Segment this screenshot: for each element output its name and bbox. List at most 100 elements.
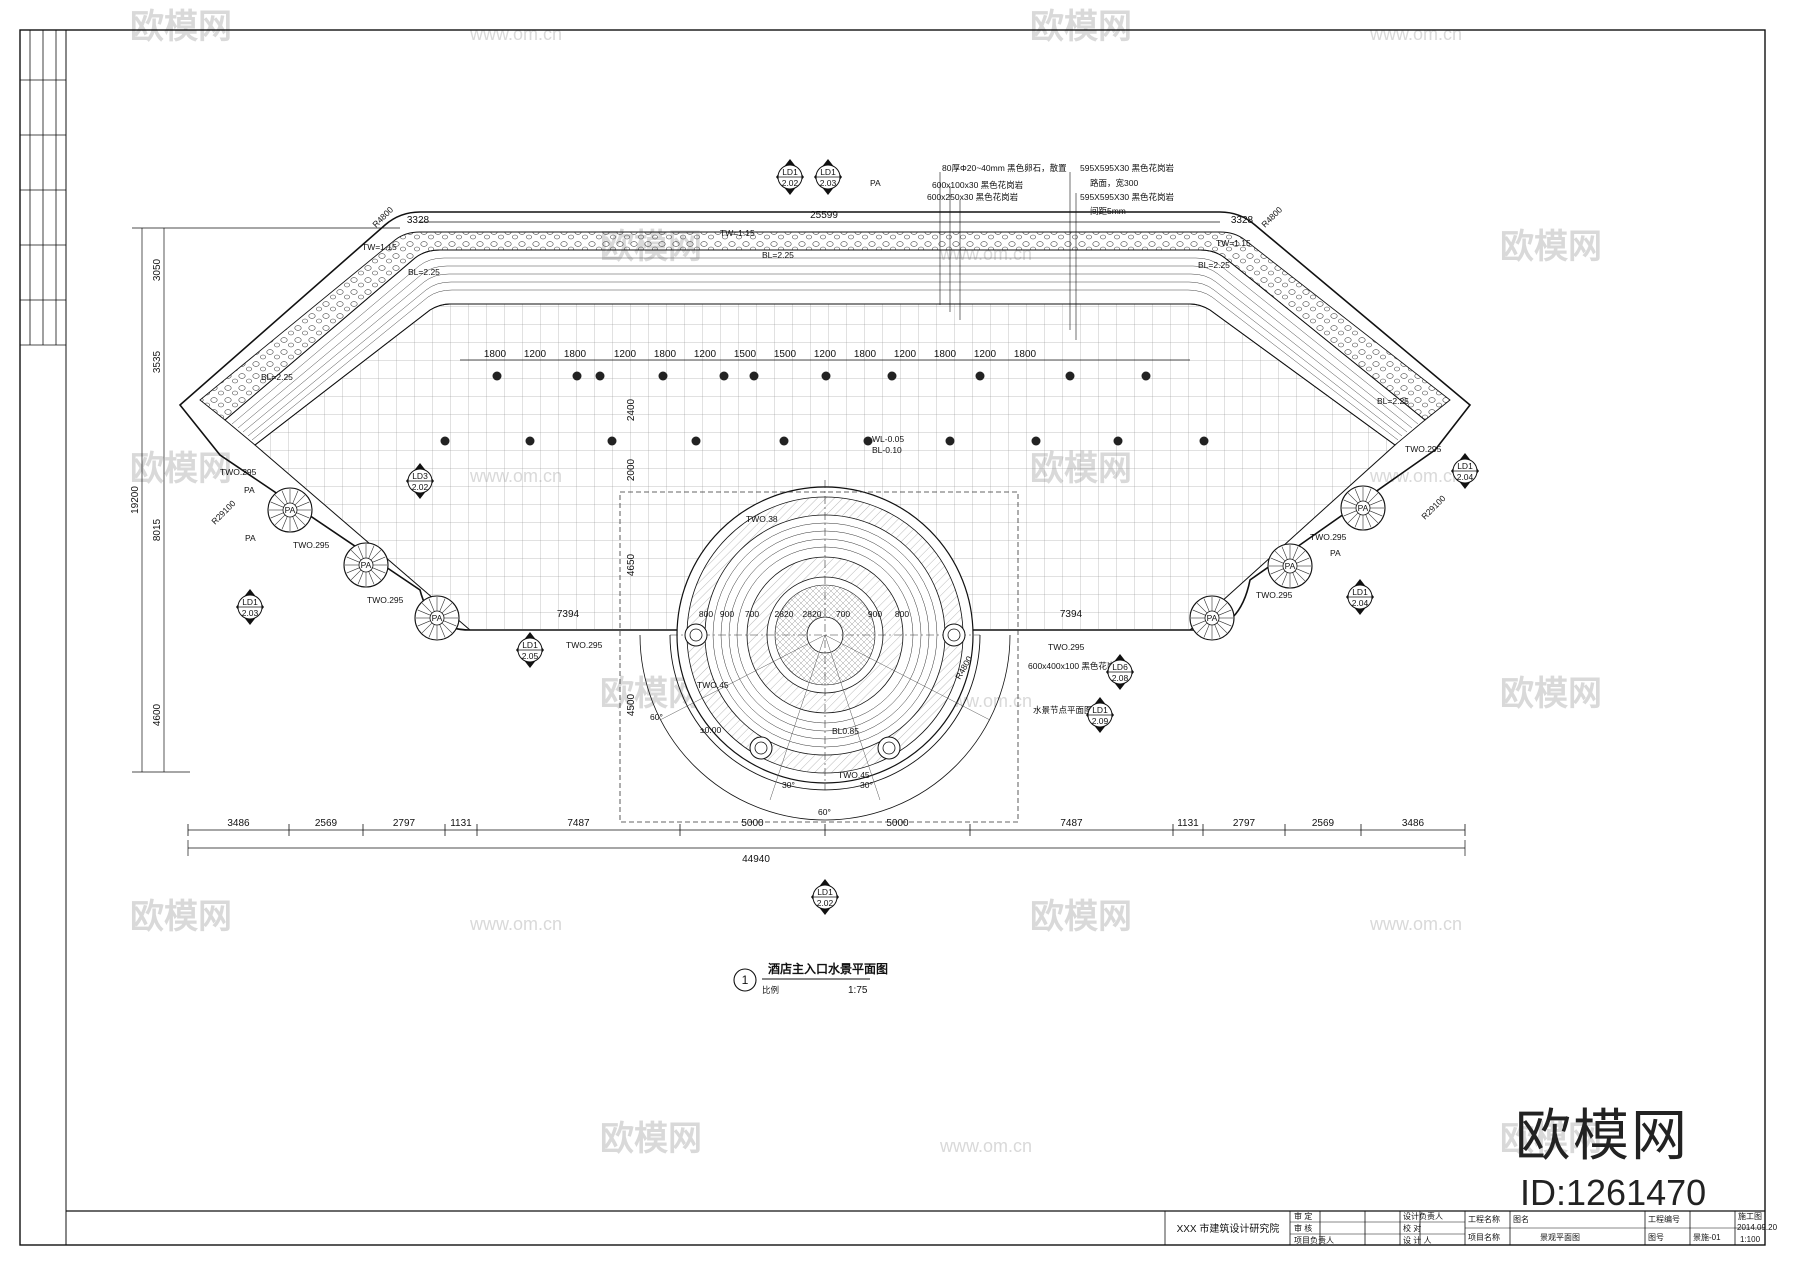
role-designer: 设 计 人 xyxy=(1403,1235,1431,1245)
dim-bottom-segment: 3486 xyxy=(227,818,250,829)
two45-label-2: TWO.45 xyxy=(838,770,870,780)
detail-number: 1 xyxy=(742,973,749,987)
dim-vertical-2: 2000 xyxy=(626,458,637,481)
dim-left-2: 3535 xyxy=(152,350,163,373)
dim-left-3: 8015 xyxy=(152,518,163,541)
note-granite-3: 595X595X30 黑色花岗岩 xyxy=(1080,163,1175,173)
note-granite-1: 600x100x30 黑色花岗岩 xyxy=(932,180,1024,190)
note-granite-2: 600x250x30 黑色花岗岩 xyxy=(927,192,1019,202)
role-approve: 审 定 xyxy=(1294,1211,1312,1221)
dim-left: 3050 3535 8015 4600 19200 xyxy=(130,258,163,726)
dim-nozzle-spacing: 1800 xyxy=(484,349,507,360)
dim-left-1: 3050 xyxy=(152,258,163,281)
scale-value: 1:75 xyxy=(848,985,868,996)
dim-bottom-segment: 2569 xyxy=(315,818,338,829)
tw-label-left: TW=1.15 xyxy=(362,242,397,252)
drawing-title: 酒店主入口水景平面图 xyxy=(768,961,888,976)
section-marker-id: LD1 xyxy=(820,167,836,177)
dim-vertical-4: 4500 xyxy=(626,693,637,716)
date: 2014.09.20 xyxy=(1737,1223,1778,1232)
dim-nozzle-spacing: 1200 xyxy=(894,349,917,360)
dim-bottom-segment: 2569 xyxy=(1312,818,1335,829)
wl-label: WL-0.05 xyxy=(872,434,904,444)
dim-bottom-segment: 2797 xyxy=(393,818,416,829)
dim-bottom-segment: 1131 xyxy=(1177,818,1199,829)
dim-total-bottom: 44940 xyxy=(742,854,770,865)
dim-nozzle-spacing: 1500 xyxy=(734,349,757,360)
brand-mark: 欧模网 ID:1261470 xyxy=(1515,1104,1706,1213)
note-gap: 间距5mm xyxy=(1090,206,1126,216)
section-marker-sheet: 2.04 xyxy=(1457,472,1474,482)
dim-fountain-segment: 700 xyxy=(836,609,850,619)
central-fountain xyxy=(639,480,1011,821)
dim-vertical: 2400 2000 4650 4500 xyxy=(626,398,637,716)
scale-label: 比例 xyxy=(762,985,779,995)
section-marker-sheet: 2.09 xyxy=(1092,716,1109,726)
section-marker-id: LD6 xyxy=(1112,662,1128,672)
note-granite-4: 595X595X30 黑色花岗岩 xyxy=(1080,192,1175,202)
section-marker-sheet: 2.02 xyxy=(817,898,834,908)
number-label: 工程编号 xyxy=(1648,1214,1680,1224)
section-marker-id: LD1 xyxy=(817,887,833,897)
dim-top-right: 3328 xyxy=(1231,215,1254,226)
section-marker-sheet: 2.03 xyxy=(820,178,837,188)
watermark-brand: 欧模网 xyxy=(1030,898,1132,936)
drawing-title-block: 1 酒店主入口水景平面图 比例 1:75 xyxy=(733,961,888,996)
section-marker-sheet: 2.05 xyxy=(522,651,539,661)
dim-nozzle-spacing: 1800 xyxy=(934,349,957,360)
dim-nozzle-spacing: 1200 xyxy=(974,349,997,360)
note-path: 路面，宽300 xyxy=(1090,178,1138,188)
tiled-basin xyxy=(254,303,1396,631)
dim-bottom-segment: 7487 xyxy=(567,818,590,829)
dim-nozzle-spacing: 1200 xyxy=(814,349,837,360)
sheet-no: 景施-01 xyxy=(1693,1232,1721,1242)
jet-nozzles xyxy=(440,371,1209,446)
pa-label-top: PA xyxy=(870,178,881,188)
watermark-brand: 欧模网 xyxy=(130,450,232,488)
dim-bottom-segment: 3486 xyxy=(1402,818,1425,829)
dim-bottom-segment: 1131 xyxy=(450,818,472,829)
section-marker-id: LD3 xyxy=(412,471,428,481)
two-label-left: TWO.295 xyxy=(220,467,257,477)
drawing-name: 景观平面图 xyxy=(1540,1233,1580,1242)
two-label-right-4: TWO.295 xyxy=(1310,532,1347,542)
two45-label: TWO.45 xyxy=(697,680,729,690)
role-project-lead: 项目负责人 xyxy=(1294,1235,1334,1245)
sheet-frame xyxy=(19,29,1766,1246)
dim-inner-left: 7394 xyxy=(557,609,580,620)
section-marker-id: LD1 xyxy=(782,167,798,177)
dim-fountain-segment: 900 xyxy=(868,609,882,619)
dim-nozzle-spacing: 1500 xyxy=(774,349,797,360)
zero-level-label: ±0.00 xyxy=(700,725,721,735)
project-label: 工程名称 xyxy=(1468,1214,1500,1224)
drawing-label: 图名 xyxy=(1513,1214,1529,1224)
section-marker-id: LD1 xyxy=(1092,705,1108,715)
section-markers: LD12.02LD12.03LD32.02LD12.03LD12.05LD12.… xyxy=(236,159,1479,915)
section-marker-sheet: 2.04 xyxy=(1352,598,1369,608)
dim-nozzle-spacing: 1200 xyxy=(524,349,547,360)
watermark-url: www.om.cn xyxy=(1369,466,1462,486)
role-check: 校 对 xyxy=(1403,1223,1421,1233)
pa-planter: PA xyxy=(267,487,313,533)
watermark-url: www.om.cn xyxy=(1369,914,1462,934)
binding-strip xyxy=(20,30,66,346)
pa-planter: PA xyxy=(414,595,460,641)
pa-label-left-2: PA xyxy=(245,533,256,543)
bl-label-right: BL=2.25 xyxy=(1198,260,1230,270)
item-label: 项目名称 xyxy=(1468,1232,1500,1242)
angle-30-right-label: 30° xyxy=(860,780,873,790)
title-block: XXX 市建筑设计研究院 审 定 审 核 项目负责人 设计负责人 校 对 设 计… xyxy=(66,1210,1778,1245)
dim-fountain-segment: 2820 xyxy=(803,609,822,619)
watermark-url: www.om.cn xyxy=(1369,24,1462,44)
